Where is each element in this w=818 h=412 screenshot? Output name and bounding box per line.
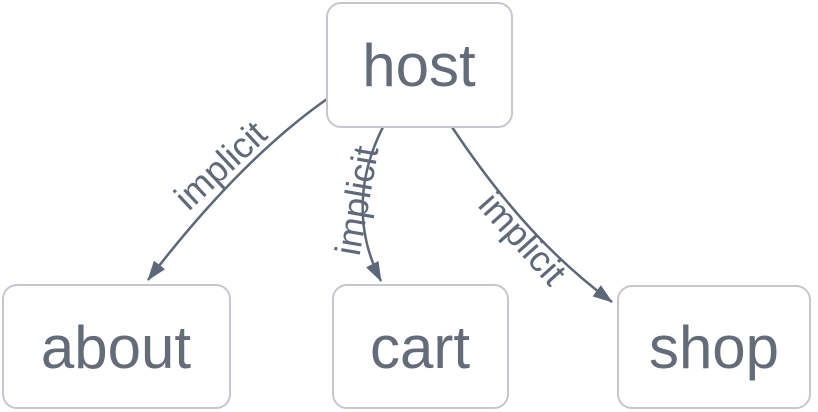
node-about-box[interactable] [2,284,231,409]
edge-host-about-label: implicit [166,113,274,218]
node-shop[interactable]: shop [617,285,811,409]
node-host-box[interactable] [326,2,513,128]
node-about[interactable]: about [2,284,231,409]
node-about-label: about [41,314,191,381]
node-host[interactable]: host [326,2,513,128]
node-host-label: host [362,32,476,99]
edge-host-shop-label: implicit [471,184,575,293]
node-shop-box[interactable] [617,285,811,409]
edge-host-shop [450,126,613,304]
edge-host-cart-label: implicit [327,143,386,258]
edges-layer: implicit implicit implicit [147,97,613,304]
edge-host-about [147,97,328,281]
node-cart-label: cart [370,314,470,381]
node-shop-label: shop [649,314,779,381]
edge-host-cart [361,126,385,282]
node-cart-box[interactable] [332,284,509,409]
node-cart[interactable]: cart [332,284,509,409]
